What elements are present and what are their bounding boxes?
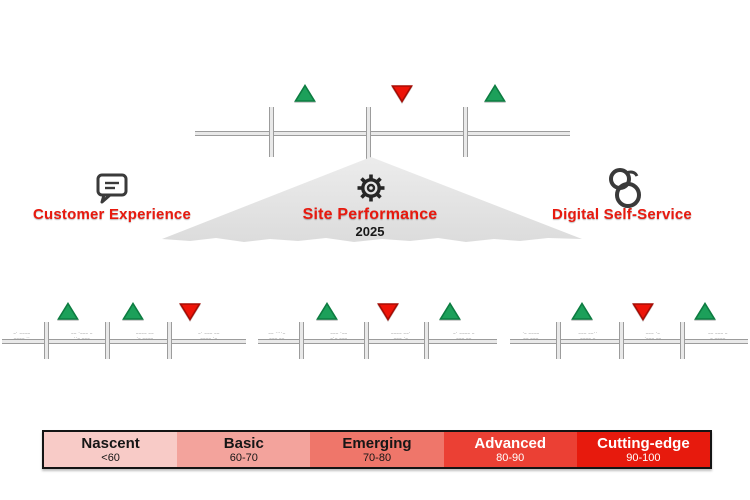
gear-icon — [357, 174, 385, 202]
scale-tick — [364, 322, 369, 359]
scale-microtext: ·– –––– –– ––– — [522, 330, 540, 340]
legend-level-nascent: Nascent <60 — [44, 432, 178, 467]
scale-microtext: ––– ·–– –·– ––– — [330, 330, 348, 340]
self-service-icon — [609, 168, 641, 208]
scale-microtext: –––– ––· ––– ·– — [391, 330, 411, 340]
scale-tick — [619, 322, 624, 359]
legend-level-range: 70-80 — [362, 451, 392, 464]
scale-microtext: –· –––– –––– ·· — [13, 330, 31, 340]
legend-level-name: Basic — [223, 434, 264, 452]
benchmark-marker — [694, 301, 716, 321]
scale-tick — [556, 322, 561, 359]
scale-tick — [680, 322, 685, 359]
legend-level-range: 90-100 — [626, 451, 661, 464]
top-scale-tick — [269, 107, 274, 157]
scale-microtext: –– ––– – – –––– — [708, 330, 728, 340]
benchmark-marker — [377, 302, 399, 322]
legend-level-emerging: Emerging 70-80 — [310, 432, 444, 467]
benchmark-marker — [391, 84, 413, 104]
scale-microtext: –· ––– –– –––– ·– — [198, 330, 220, 340]
pillar-label-site-performance: Site Performance — [302, 206, 438, 223]
scale-microtext: –– ····– ––– –– — [268, 330, 286, 340]
legend-level-name: Nascent — [81, 434, 140, 452]
benchmark-marker — [632, 302, 654, 322]
legend-level-name: Advanced — [474, 434, 547, 452]
legend-level-range: <60 — [101, 451, 120, 464]
scale-tick — [105, 322, 110, 359]
legend-level-range: 80-90 — [496, 451, 525, 464]
scale-microtext: –– ·––– – ··– ––– — [71, 330, 93, 340]
benchmark-marker — [316, 301, 338, 321]
benchmark-marker — [294, 83, 316, 103]
benchmark-marker — [179, 302, 201, 322]
benchmark-marker — [571, 301, 593, 321]
pillar-label-customer-experience: Customer Experience — [32, 206, 192, 223]
year-label: 2025 — [355, 224, 385, 239]
legend-level-range: 60-70 — [229, 451, 258, 464]
scale-microtext: ––– ·– ·––– –– — [644, 330, 662, 340]
scale-tick — [424, 322, 429, 359]
bottom-middle-scale-line — [258, 339, 497, 344]
benchmark-marker — [484, 83, 506, 103]
scale-tick — [167, 322, 172, 359]
benchmark-marker — [439, 301, 461, 321]
legend-level-cutting-edge: Cutting-edge 90-100 — [576, 432, 711, 467]
legend-level-name: Cutting-edge — [597, 434, 690, 452]
benchmark-marker — [57, 301, 79, 321]
bottom-left-scale-line — [2, 339, 246, 344]
pillar-label-digital-self-service: Digital Self-Service — [552, 206, 692, 223]
legend-level-advanced: Advanced 80-90 — [443, 432, 577, 467]
top-scale-tick — [463, 107, 468, 157]
bottom-right-scale-line — [510, 339, 748, 344]
scale-microtext: –––– –– ·– –––– — [136, 330, 154, 340]
scale-tick — [44, 322, 49, 359]
legend-level-basic: Basic 60-70 — [177, 432, 311, 467]
top-scale-tick — [366, 107, 371, 162]
legend-level-name: Emerging — [342, 434, 412, 452]
maturity-legend: Nascent <60 Basic 60-70 Emerging 70-80 A… — [42, 430, 712, 469]
scale-microtext: –· –––– – ––– –– — [453, 330, 475, 340]
top-scale-line — [195, 131, 570, 136]
benchmark-marker — [122, 301, 144, 321]
scale-tick — [299, 322, 304, 359]
scale-microtext: ––– ––·· –––– – — [578, 330, 598, 340]
chat-icon — [96, 173, 128, 204]
